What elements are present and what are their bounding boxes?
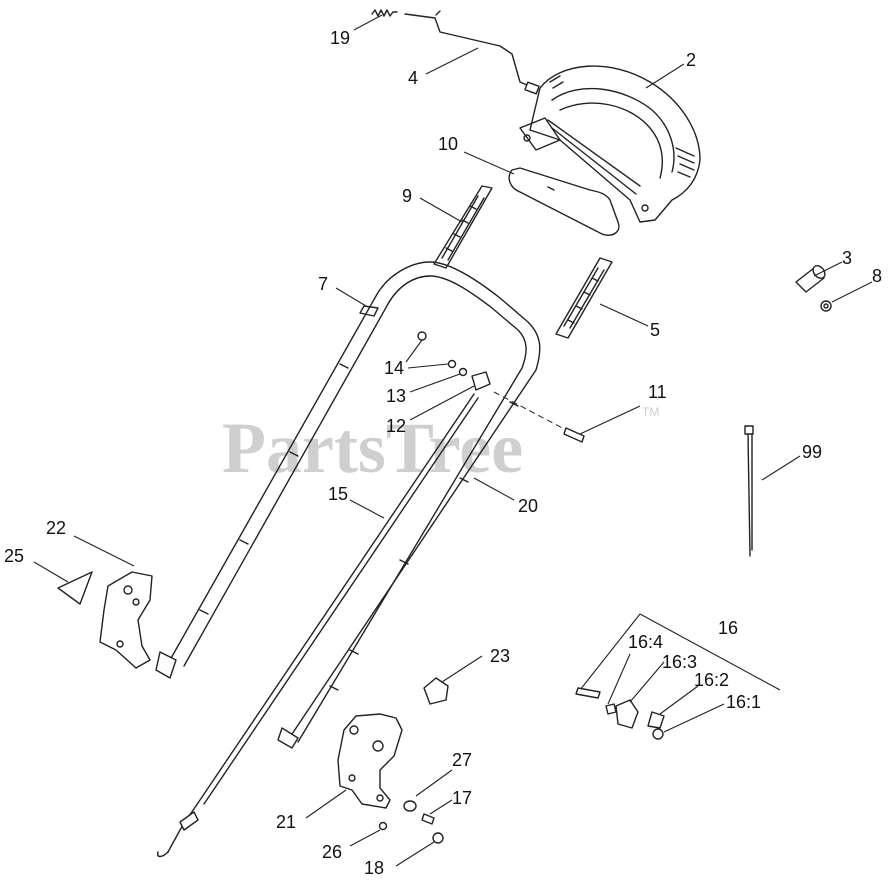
callout-2[interactable]: 2 bbox=[686, 50, 696, 70]
callout-7[interactable]: 7 bbox=[318, 274, 328, 294]
part-99-cable-tie[interactable] bbox=[744, 425, 754, 557]
callout-13[interactable]: 13 bbox=[386, 386, 406, 406]
callout-16-3[interactable]: 16:3 bbox=[662, 652, 697, 672]
callout-17[interactable]: 17 bbox=[452, 788, 472, 808]
callout-16-2[interactable]: 16:2 bbox=[694, 670, 729, 690]
callout-20[interactable]: 20 bbox=[518, 496, 538, 516]
callout-14[interactable]: 14 bbox=[384, 358, 404, 378]
part-19-spring[interactable] bbox=[371, 9, 398, 17]
part-15-cable[interactable] bbox=[156, 393, 479, 858]
part-12-cable-guide[interactable] bbox=[471, 371, 491, 391]
callout-16-4[interactable]: 16:4 bbox=[628, 632, 663, 652]
callout-8[interactable]: 8 bbox=[872, 266, 882, 286]
callout-26[interactable]: 26 bbox=[322, 842, 342, 862]
part-7-clip[interactable] bbox=[359, 305, 379, 317]
watermark-text: PartsTree bbox=[222, 408, 523, 488]
callout-18[interactable]: 18 bbox=[364, 858, 384, 878]
part-3-pin[interactable] bbox=[795, 263, 827, 293]
part-23-clip[interactable] bbox=[423, 677, 449, 705]
callout-27[interactable]: 27 bbox=[452, 750, 472, 770]
part-2-upper-handle[interactable] bbox=[519, 65, 701, 223]
watermark-trademark: TM bbox=[642, 405, 659, 419]
part-22-left-bracket[interactable] bbox=[99, 571, 153, 669]
part-4-control-rod[interactable] bbox=[404, 10, 540, 95]
leader-lines bbox=[33, 14, 873, 867]
part-27-spacer[interactable] bbox=[403, 800, 417, 812]
callout-99[interactable]: 99 bbox=[802, 442, 822, 462]
callout-5[interactable]: 5 bbox=[650, 320, 660, 340]
part-20-handle-frame[interactable] bbox=[155, 261, 541, 749]
callout-labels: 19 4 2 10 9 3 8 7 5 14 13 12 11 99 15 20… bbox=[4, 28, 882, 878]
part-18-nut[interactable] bbox=[432, 832, 444, 844]
callout-22[interactable]: 22 bbox=[46, 518, 66, 538]
part-21-right-bracket[interactable] bbox=[337, 713, 403, 809]
callout-19[interactable]: 19 bbox=[330, 28, 350, 48]
part-26-screw[interactable] bbox=[378, 821, 388, 831]
callout-4[interactable]: 4 bbox=[408, 68, 418, 88]
part-16-assembly[interactable] bbox=[575, 613, 781, 740]
callout-15[interactable]: 15 bbox=[328, 484, 348, 504]
callout-21[interactable]: 21 bbox=[276, 812, 296, 832]
callout-3[interactable]: 3 bbox=[842, 248, 852, 268]
part-10-top-cover[interactable] bbox=[508, 167, 620, 236]
callout-25[interactable]: 25 bbox=[4, 546, 24, 566]
callout-16[interactable]: 16 bbox=[718, 618, 738, 638]
part-5-side-panel[interactable] bbox=[555, 257, 613, 339]
callout-11[interactable]: 11 bbox=[648, 382, 667, 402]
callout-16-1[interactable]: 16:1 bbox=[726, 692, 761, 712]
callout-9[interactable]: 9 bbox=[402, 186, 412, 206]
part-25-cover[interactable] bbox=[57, 571, 93, 605]
part-13-washer[interactable] bbox=[458, 367, 468, 377]
part-8-nut[interactable] bbox=[820, 300, 832, 312]
part-9-side-panel[interactable] bbox=[433, 185, 493, 269]
callout-10[interactable]: 10 bbox=[438, 134, 458, 154]
callout-12[interactable]: 12 bbox=[386, 416, 406, 436]
part-17-bolt[interactable] bbox=[421, 813, 435, 825]
part-11-bolt[interactable] bbox=[493, 391, 585, 443]
callout-23[interactable]: 23 bbox=[490, 646, 510, 666]
part-14-washer[interactable] bbox=[417, 331, 457, 369]
